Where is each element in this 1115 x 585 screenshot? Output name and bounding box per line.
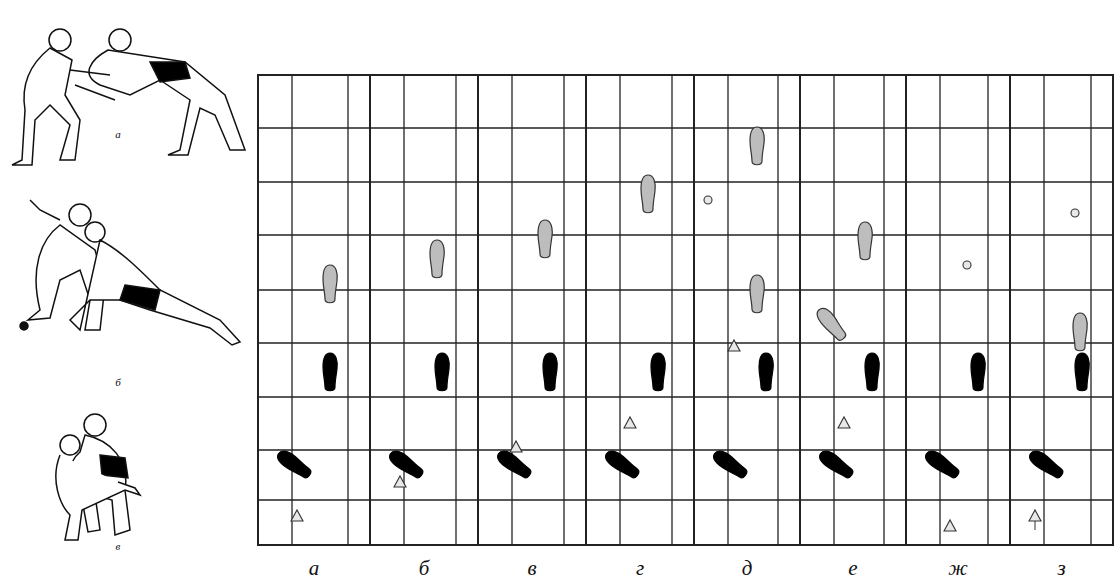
figure-letter: а (115, 129, 121, 140)
grid-line (258, 127, 1113, 128)
moved-foot (814, 305, 849, 343)
moved-foot (750, 275, 764, 313)
knee-mark (510, 441, 522, 452)
panel-divider (905, 75, 907, 545)
panel-divider (369, 75, 371, 545)
foot (543, 353, 557, 391)
foot (651, 353, 665, 391)
moved-foot (430, 240, 444, 278)
wrestlers-figure (12, 29, 245, 165)
foot (323, 353, 337, 391)
grid-line (883, 75, 884, 545)
foot (435, 353, 449, 391)
panel-divider (477, 75, 479, 545)
mark-tick (1035, 521, 1036, 530)
knee-mark (944, 520, 956, 531)
grid-line (939, 75, 940, 545)
grid (258, 75, 1113, 545)
grid-line (258, 234, 1113, 235)
hand-mark (963, 261, 971, 269)
foot (1075, 353, 1089, 391)
foot (603, 448, 642, 481)
foot (865, 353, 879, 391)
figure-letter: в (116, 541, 121, 552)
grid-line (777, 75, 778, 545)
panel-letter: а (309, 558, 320, 579)
grid-line (563, 75, 564, 545)
panel-divider (693, 75, 695, 545)
foot (711, 448, 750, 481)
grid-line (1043, 75, 1044, 545)
moved-foot (538, 220, 552, 258)
grid-line (833, 75, 834, 545)
panel-letter: в (527, 558, 536, 579)
knee-mark (394, 476, 406, 487)
panel-divider (585, 75, 587, 545)
grid-line (258, 181, 1113, 182)
grid-line (258, 396, 1113, 397)
knee-mark (1029, 510, 1041, 521)
panel-letter: д (742, 558, 753, 579)
knee-mark (624, 417, 636, 428)
grid-line (987, 75, 988, 545)
grid-line (511, 75, 512, 545)
foot (759, 353, 773, 391)
foot (971, 353, 985, 391)
wrestlers-figure (20, 200, 240, 345)
panel-letter: г (636, 558, 644, 579)
wrestlers-figure (56, 414, 140, 540)
moved-foot (750, 127, 764, 165)
grid-line (258, 289, 1113, 290)
grid-line (258, 449, 1113, 450)
grid-line (619, 75, 620, 545)
panel-letter: е (848, 558, 857, 579)
moved-foot (641, 175, 655, 213)
hand-mark (1071, 209, 1079, 217)
moved-foot (1073, 313, 1087, 351)
grid-line (258, 342, 1113, 343)
grid-line (291, 75, 292, 545)
foot (495, 448, 534, 481)
moved-foot (858, 222, 872, 260)
foot (817, 448, 856, 481)
panel-letter: ж (948, 558, 968, 579)
knee-mark (838, 417, 850, 428)
panel-divider (799, 75, 801, 545)
foot (275, 448, 314, 481)
grid-line (455, 75, 456, 545)
panel-divider (1009, 75, 1011, 545)
figure-letter: б (115, 377, 121, 388)
foot (1027, 448, 1066, 481)
panel-letter: з (1057, 558, 1065, 579)
knee-mark (291, 510, 303, 521)
grid-line (403, 75, 404, 545)
grid-line (727, 75, 728, 545)
foot (387, 448, 426, 481)
moved-foot (323, 265, 337, 303)
grid-line (671, 75, 672, 545)
panel-letter: б (419, 558, 430, 579)
grid-line (258, 499, 1113, 500)
foot (923, 448, 962, 481)
knee-mark (728, 340, 740, 351)
grid-line (1090, 75, 1091, 545)
hand-mark (704, 196, 712, 204)
grid-line (347, 75, 348, 545)
